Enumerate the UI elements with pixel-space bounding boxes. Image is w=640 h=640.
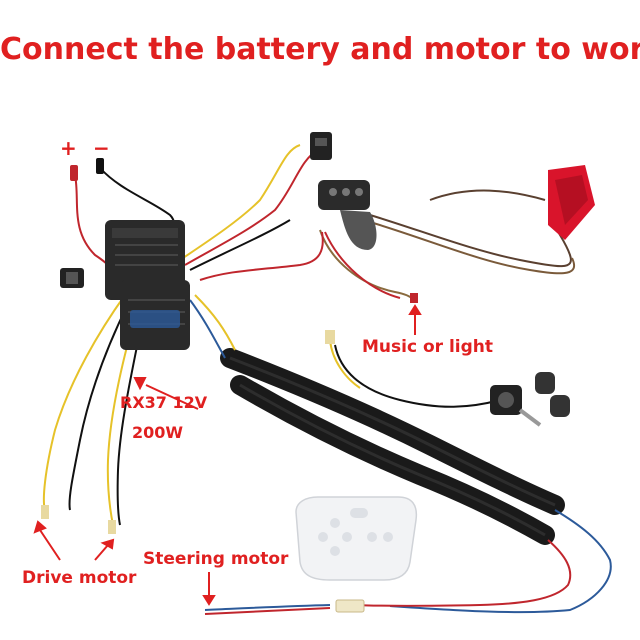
steering-connector — [335, 599, 365, 613]
drive-motor-label: Drive motor — [22, 568, 137, 588]
negative-terminal-label: − — [93, 136, 110, 160]
steering-motor-label: Steering motor — [143, 549, 289, 569]
power-switch — [60, 268, 84, 288]
button-module — [318, 180, 377, 250]
wires — [42, 144, 612, 615]
music-connector — [325, 293, 418, 344]
remote-control — [295, 496, 418, 581]
key-switch — [490, 372, 570, 427]
controller-box — [105, 220, 190, 350]
controller-model-label: RX37 12V — [120, 393, 208, 412]
controller-power-label: 200W — [132, 423, 184, 442]
positive-terminal-label: + — [60, 136, 77, 160]
page-title: Connect the battery and motor to work — [0, 32, 640, 67]
music-or-light-label: Music or light — [362, 337, 493, 357]
annotation-arrows — [33, 304, 422, 606]
charging-socket — [310, 132, 332, 160]
cable-sleeves — [220, 348, 565, 545]
battery-terminals — [70, 158, 104, 181]
drive-motor-terminals — [41, 505, 116, 534]
red-foot-pedal — [548, 165, 595, 240]
